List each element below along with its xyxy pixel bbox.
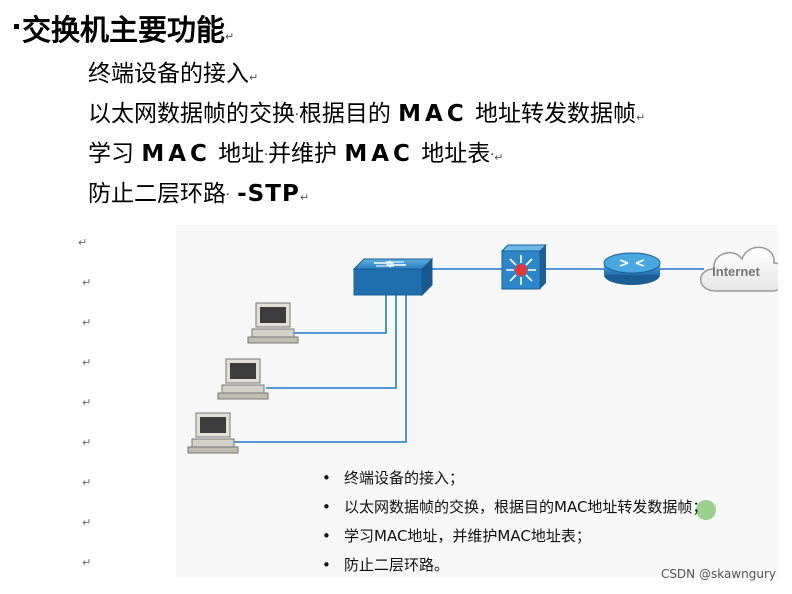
switch-icon <box>352 257 434 297</box>
caption-1: • 终端设备的接入； <box>322 468 465 488</box>
line-1: 终端设备的接入↵ <box>88 58 258 94</box>
line-3-mac-2: MAC <box>344 141 414 167</box>
caption-bullet: • <box>322 556 331 574</box>
line-2: 以太网数据帧的交换·根据目的 MAC 地址转发数据帧↵ <box>88 98 645 134</box>
return-mark: ↵ <box>78 236 88 249</box>
line-3-mid: 地址 <box>218 141 265 167</box>
caption-text: 以太网数据帧的交换，根据目的MAC地址转发数据帧； <box>344 498 708 516</box>
return-mark: ↵ <box>82 556 92 569</box>
return-mark: ↵ <box>82 436 92 449</box>
return-mark: ↵ <box>82 316 92 329</box>
watermark: CSDN @skawngury <box>660 567 776 581</box>
title-bullet <box>14 24 19 29</box>
line-2-post: 地址转发数据帧 <box>475 101 637 127</box>
network-diagram: Internet <box>176 225 778 577</box>
l3-switch-icon <box>500 244 548 290</box>
caption-text: 防止二层环路。 <box>344 556 450 574</box>
caption-bullet: • <box>322 469 331 487</box>
pointer-dot <box>696 500 716 520</box>
line-2-pre: 以太网数据帧的交换 <box>88 101 295 127</box>
pc-icon <box>187 412 239 454</box>
line-3-mac: MAC <box>141 141 211 167</box>
return-mark: ↵ <box>82 356 92 369</box>
space-dot: · <box>490 147 495 162</box>
caption-2: • 以太网数据帧的交换，根据目的MAC地址转发数据帧； <box>322 497 708 517</box>
line-1-text: 终端设备的接入 <box>88 61 249 87</box>
title-text: 交换机主要功能 <box>22 13 226 47</box>
space-dot: · <box>264 147 269 162</box>
router-icon <box>603 252 661 285</box>
return-mark: ↵ <box>82 476 92 489</box>
space-dot: · <box>226 187 230 202</box>
internet-cloud-icon: Internet <box>700 246 778 292</box>
return-mark: ↵ <box>249 71 259 84</box>
slide-title: 交换机主要功能↵ <box>14 10 234 57</box>
line-4-pre: 防止二层环路 <box>88 181 226 207</box>
return-mark: ↵ <box>82 276 92 289</box>
return-mark: ↵ <box>82 396 92 409</box>
return-mark: ↵ <box>636 111 646 124</box>
link-pc-3 <box>234 287 407 443</box>
caption-4: • 防止二层环路。 <box>322 555 450 575</box>
line-3-pre: 学习 <box>88 141 134 167</box>
caption-3: • 学习MAC地址，并维护MAC地址表； <box>322 526 591 546</box>
return-mark: ↵ <box>225 30 235 43</box>
line-3-mid2: 并维护 <box>268 141 338 167</box>
network-diagram-svg: Internet <box>187 244 778 520</box>
caption-bullet: • <box>322 498 331 516</box>
return-mark: ↵ <box>82 516 92 529</box>
line-4-stp: -STP <box>237 181 300 207</box>
caption-text: 学习MAC地址，并维护MAC地址表； <box>344 527 591 545</box>
link-pc-2 <box>266 287 397 389</box>
line-3-post: 地址表 <box>421 141 491 167</box>
caption-text: 终端设备的接入； <box>344 469 465 487</box>
space-dot: · <box>295 107 299 122</box>
pc-icon <box>217 358 269 400</box>
return-mark: ↵ <box>494 151 504 164</box>
line-3: 学习 MAC 地址·并维护 MAC 地址表·↵ <box>88 138 503 174</box>
return-mark: ↵ <box>299 191 310 204</box>
pc-icon <box>247 302 299 344</box>
line-2-mid: 根据目的 <box>298 101 391 127</box>
line-4: 防止二层环路· -STP↵ <box>88 178 309 214</box>
line-2-mac: MAC <box>398 101 468 127</box>
cloud-label: Internet <box>712 264 760 279</box>
caption-bullet: • <box>322 527 331 545</box>
link-pc-1 <box>294 287 387 334</box>
pc-links <box>234 287 407 443</box>
